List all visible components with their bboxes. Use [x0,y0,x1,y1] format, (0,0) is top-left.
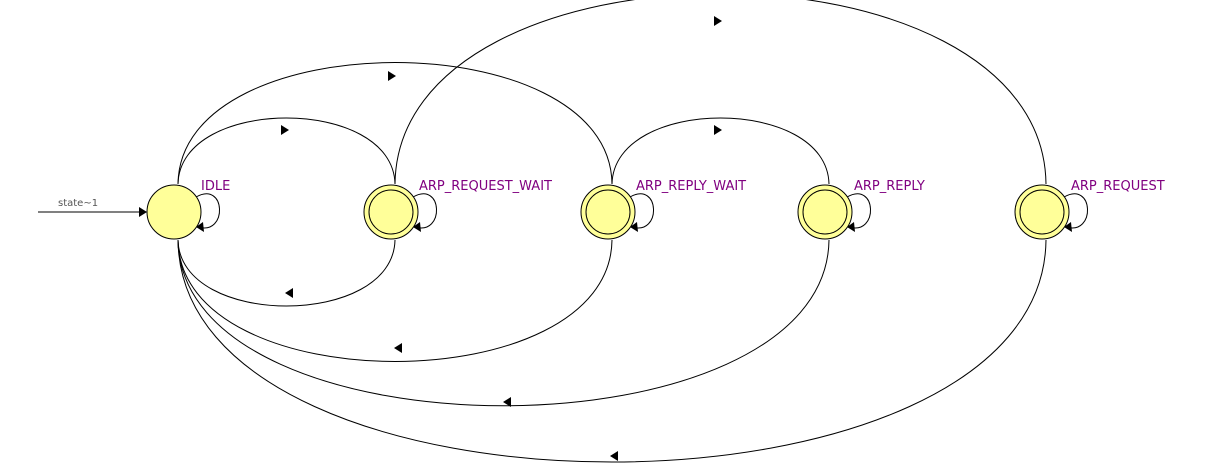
self-loop-arrowhead-arp-request [1064,222,1072,232]
arrowhead-idle-to-arp-reply-wait [388,71,396,81]
state-label-arp-reply: ARP_REPLY [854,179,925,194]
self-loop-arp-request[interactable] [1063,193,1088,229]
self-loop-arrowhead-arp-reply-wait [630,222,638,232]
edge-arp-request-wait-to-idle[interactable] [177,239,396,307]
arrowhead-arp-request-to-idle [610,451,618,461]
arrowhead-arp-reply-to-idle [503,397,511,407]
edge-arp-reply-to-idle[interactable] [177,239,830,407]
self-loop-arp-request-wait[interactable] [412,193,437,229]
self-loop-arrowhead-idle [196,222,204,232]
state-arp-request-wait[interactable] [363,184,419,240]
edge-arp-reply-wait-to-arp-reply[interactable] [611,117,830,185]
edge-arp-request-wait-to-arp-request[interactable] [394,0,1047,185]
state-label-arp-request: ARP_REQUEST [1071,179,1165,194]
state-arp-reply-wait[interactable] [580,184,636,240]
self-loop-idle[interactable] [195,193,220,229]
self-loop-arp-reply[interactable] [846,193,871,229]
initial-transition-label: state~1 [58,198,98,209]
state-idle[interactable] [146,184,202,240]
arrowhead-arp-reply-wait-to-idle [394,343,402,353]
initial-arrowhead [139,207,147,217]
edge-idle-to-arp-request-wait[interactable] [177,117,396,185]
self-loop-arp-reply-wait[interactable] [629,193,654,229]
arrowhead-arp-request-wait-to-idle [285,288,293,298]
self-loop-arrowhead-arp-request-wait [413,222,421,232]
state-arp-request[interactable] [1014,184,1070,240]
arrowhead-arp-request-wait-to-arp-request [714,16,722,26]
state-label-arp-reply-wait: ARP_REPLY_WAIT [636,179,746,194]
state-label-arp-request-wait: ARP_REQUEST_WAIT [419,179,552,194]
edge-arp-request-to-idle[interactable] [177,239,1047,463]
arrowhead-idle-to-arp-request-wait [281,125,289,135]
self-loop-arrowhead-arp-reply [847,222,855,232]
state-arp-reply[interactable] [797,184,853,240]
initial-transition[interactable]: state~1 [38,198,147,217]
edge-idle-to-arp-reply-wait[interactable] [177,62,613,185]
arrowhead-arp-reply-wait-to-arp-reply [714,125,722,135]
edge-arp-reply-wait-to-idle[interactable] [177,239,613,362]
state-label-idle: IDLE [201,179,230,194]
